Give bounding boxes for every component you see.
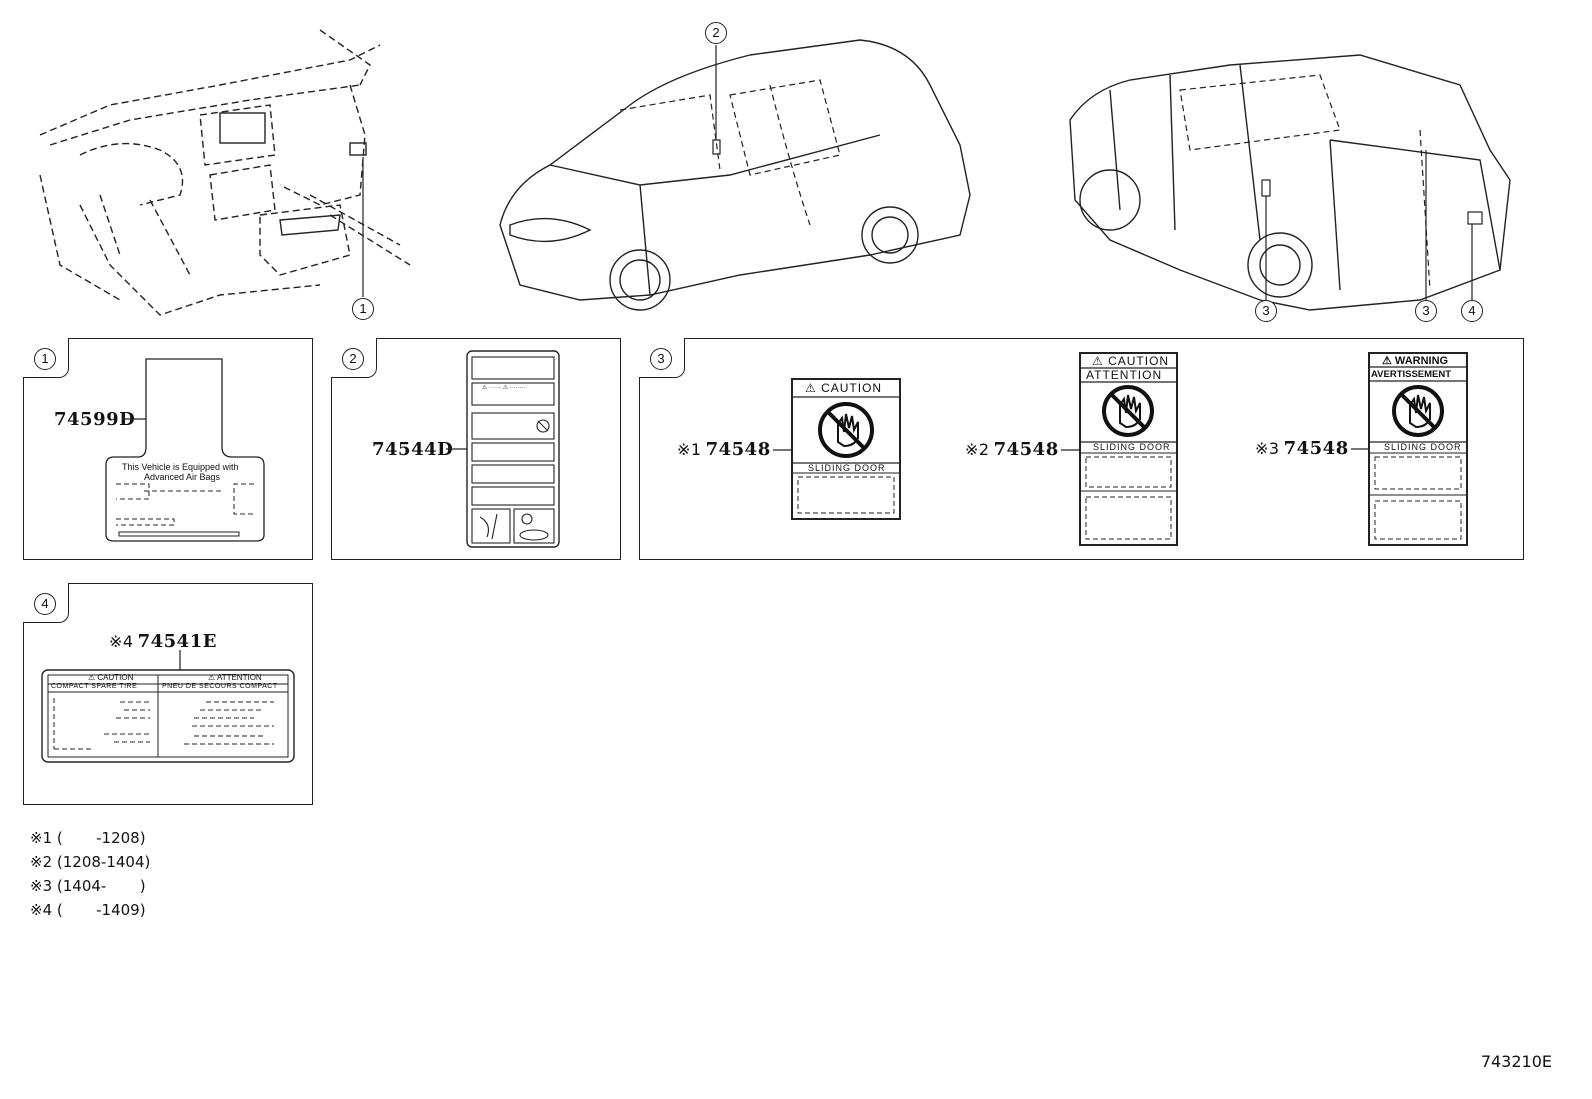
airbag-label-text-2: Advanced Air Bags — [144, 472, 221, 482]
spare-tire-label-drawing — [41, 650, 295, 763]
callout-4: 4 — [1461, 300, 1483, 322]
callout-3b: 3 — [1415, 300, 1437, 322]
variant-mark-3: ※3 — [1255, 439, 1280, 458]
panel-1-tab — [23, 338, 69, 378]
note-4: ※4 ( -1409) — [30, 901, 146, 919]
sliding-door-label-1 — [773, 378, 901, 520]
part-no-3: 74548 — [1283, 438, 1349, 459]
svg-text:⚠ ······ ⚠ ········: ⚠ ······ ⚠ ········ — [482, 384, 526, 391]
variant-mark-4: ※4 — [109, 632, 134, 651]
panel-1-number: 1 — [34, 348, 56, 370]
spare-label-right-header: ⚠ ATTENTION — [208, 673, 262, 682]
diagram-code: 743210E — [1480, 1052, 1552, 1071]
variant-mark-2: ※2 — [965, 440, 990, 459]
panel-2-number: 2 — [342, 348, 364, 370]
dashboard-illustration — [39, 29, 411, 316]
label-2-header: ⚠ CAUTION — [1092, 354, 1170, 368]
label-1-header: ⚠ CAUTION — [805, 381, 883, 395]
no-hand-icon — [818, 402, 874, 458]
airbag-label-drawing — [105, 358, 265, 542]
spare-label-left-sub: COMPACT SPARE TIRE — [51, 683, 138, 690]
label-3-header: ⚠ WARNING — [1382, 355, 1449, 367]
label-2-footer: SLIDING DOOR — [1093, 442, 1171, 452]
part-no-2: 74548 — [993, 439, 1059, 460]
part-no-1: 74548 — [705, 439, 771, 460]
part-no-4: 74541E — [137, 631, 217, 652]
van-front-illustration — [499, 39, 971, 311]
sliding-door-label-2 — [1061, 352, 1178, 546]
label-2-subheader: ATTENTION — [1086, 368, 1163, 382]
panel-4-tab — [23, 583, 69, 623]
sliding-door-label-3 — [1351, 352, 1468, 546]
label-1-footer: SLIDING DOOR — [808, 463, 886, 473]
spare-label-right-sub: PNEU DE SECOURS COMPACT — [162, 683, 278, 690]
van-rear-illustration — [1069, 54, 1511, 311]
callout-3a: 3 — [1255, 300, 1277, 322]
spare-label-left-header: ⚠ CAUTION — [88, 673, 134, 682]
note-3: ※3 (1404- ) — [30, 877, 146, 895]
variant-mark-1: ※1 — [677, 440, 702, 459]
part-number-74599D: 74599D — [54, 409, 136, 430]
airbag-label-text-1: This Vehicle is Equipped with — [122, 462, 239, 472]
panel-3-number: 3 — [650, 348, 672, 370]
callout-1: 1 — [352, 298, 374, 320]
callout-2: 2 — [705, 22, 727, 44]
tire-label-drawing: ⚠ ······ ⚠ ········ — [446, 350, 560, 548]
part-number-74544D: 74544D — [372, 439, 454, 460]
label-3-footer: SLIDING DOOR — [1384, 442, 1462, 452]
label-3-subheader: AVERTISSEMENT — [1371, 369, 1452, 380]
note-1: ※1 ( -1208) — [30, 829, 146, 847]
note-2: ※2 (1208-1404) — [30, 853, 151, 871]
panel-4-number: 4 — [34, 593, 56, 615]
panel-2: 2 74544D ⚠ ······ ⚠ ········ — [331, 338, 621, 560]
panel-1: 1 74599D This Vehicle is Equipped with A… — [23, 338, 313, 560]
